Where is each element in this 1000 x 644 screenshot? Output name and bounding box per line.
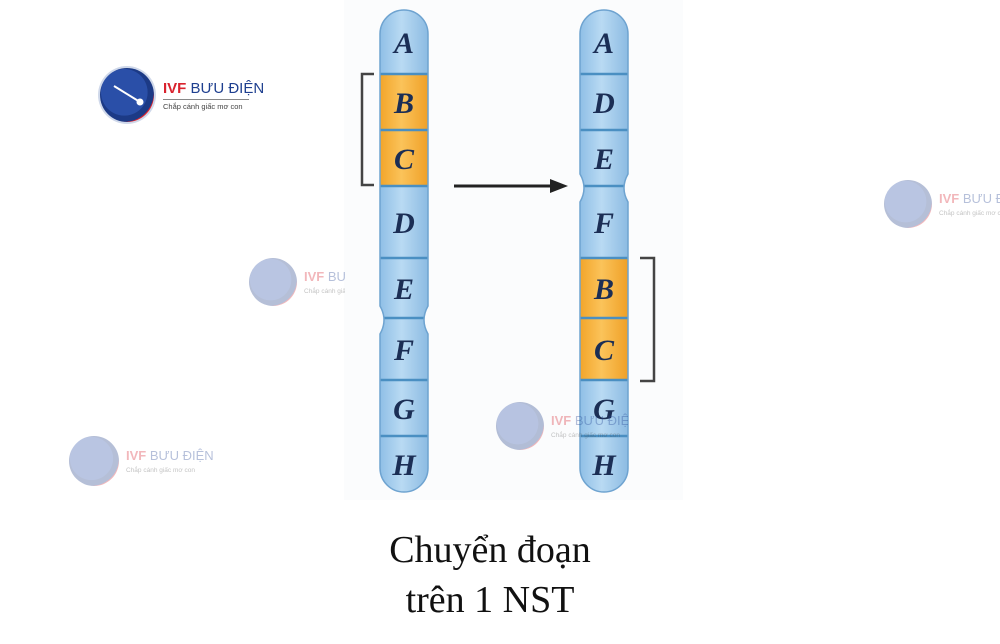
chromosome-segment-d <box>380 186 428 258</box>
chromosome-segment-e <box>380 258 428 318</box>
logo-brand-text: BƯU ĐIỆN <box>327 269 345 284</box>
logo-brand-bold: IVF <box>304 269 325 284</box>
chromosome-segment-g <box>580 380 628 436</box>
segment-label: F <box>393 334 414 367</box>
chromosome-segment-f <box>380 318 428 380</box>
logo-brand-text: BƯU ĐIỆN <box>574 413 628 428</box>
logo-tagline: Chắp cánh giấc mơ con <box>551 432 620 439</box>
segment-label: G <box>593 393 615 426</box>
logo-circle-icon <box>249 258 297 306</box>
segment-label: D <box>592 87 615 120</box>
logo-tagline: Chắp cánh giấc mơ con <box>939 210 1000 217</box>
chromosome-segment-h <box>580 436 628 492</box>
caption-line-1: Chuyển đoạn <box>389 529 591 571</box>
chromosome-segment-c <box>580 318 628 380</box>
logo-brand-bold: IVF <box>939 191 960 206</box>
chromosome-segment-b <box>580 258 628 318</box>
watermark-logo: IVF BƯU ĐIỆN Chắp cánh giấc mơ con <box>249 258 345 308</box>
chromosome-segment-a <box>580 10 628 74</box>
chromosome-segment-e <box>580 130 628 186</box>
logo-tagline: Chắp cánh giấc mơ con <box>126 467 195 474</box>
chromosome-segment-d <box>580 74 628 130</box>
translocation-arrow <box>454 179 568 193</box>
segment-label: E <box>393 273 414 306</box>
chromosome-segment-h <box>380 436 428 492</box>
caption-line-2: trên 1 NST <box>405 579 575 621</box>
logo-divider <box>163 99 249 100</box>
chromosome-segment-g <box>380 380 428 436</box>
logo-brand-text: BƯU ĐIỆN <box>149 448 214 463</box>
chromosome-outline <box>579 9 629 493</box>
segment-label: C <box>594 334 615 367</box>
logo-brand-bold: IVF <box>163 80 187 97</box>
segment-label: A <box>392 27 414 60</box>
segment-label: B <box>393 87 414 120</box>
watermark-logo: IVF BƯU ĐIỆN Chắp cánh giấc mơ con <box>884 180 1000 230</box>
segment-label: B <box>593 273 614 306</box>
segment-label: D <box>392 207 415 240</box>
segment-label: H <box>591 449 617 482</box>
logo-needle-icon <box>113 85 144 106</box>
segment-label: G <box>393 393 415 426</box>
segment-label: F <box>593 207 614 240</box>
left-bracket <box>360 72 374 187</box>
segment-label: C <box>394 143 415 176</box>
watermark-logo: IVF BƯU ĐIỆN Chắp cánh giấc mơ con <box>69 436 214 488</box>
chromosome-segment-a <box>380 10 428 74</box>
logo-circle-icon <box>496 402 544 450</box>
logo-brand-bold: IVF <box>551 413 572 428</box>
logo-brand-bold: IVF <box>126 448 147 463</box>
chromosome-outline <box>379 9 429 493</box>
logo-brand-text: BƯU ĐIỆN <box>962 191 1000 206</box>
chromosome-segment-c <box>380 130 428 186</box>
chromosome-segment-f <box>580 186 628 258</box>
logo-circle-icon <box>69 436 119 486</box>
segment-label: H <box>391 449 417 482</box>
right-bracket <box>640 256 656 383</box>
logo-tagline: Chắp cánh giấc mơ con <box>163 102 243 111</box>
segment-label: E <box>593 143 614 176</box>
watermark-logo: IVF BƯU ĐIỆN Chắp cánh giấc mơ con <box>496 402 628 452</box>
logo-circle-icon <box>884 180 932 228</box>
watermark-logo: IVF BƯU ĐIỆN Chắp cánh giấc mơ con <box>100 68 264 126</box>
chromosome-segment-b <box>380 74 428 130</box>
segment-label: A <box>592 27 614 60</box>
logo-brand-text: BƯU ĐIỆN <box>190 80 265 97</box>
logo-tagline: Chắp cánh giấc mơ con <box>304 288 345 295</box>
